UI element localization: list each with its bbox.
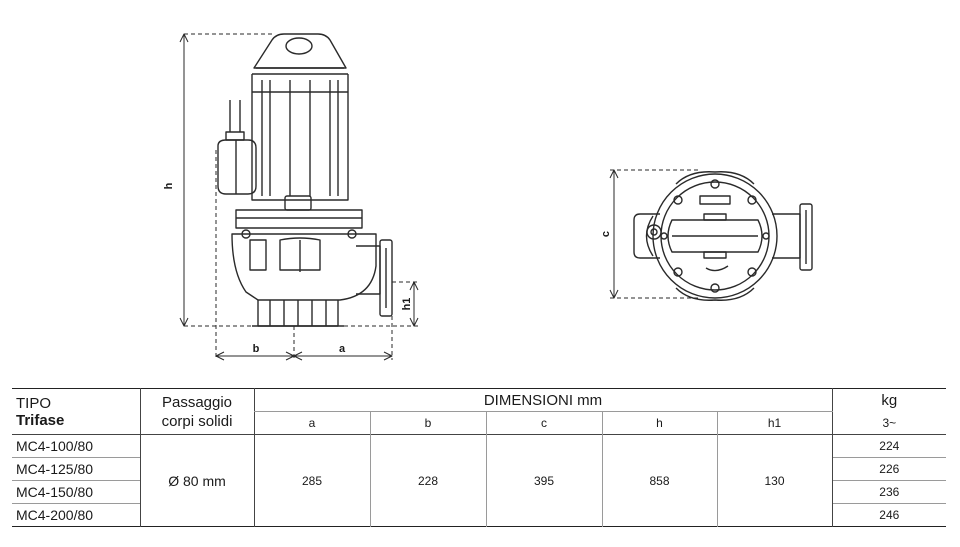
header-passaggio-line1: Passaggio xyxy=(161,393,233,411)
dimension-lines-side xyxy=(179,33,419,361)
table-row-model: MC4-125/80 xyxy=(16,461,94,477)
table-row-kg: 226 xyxy=(831,457,947,481)
dimension-a-value: 285 xyxy=(253,434,370,527)
dimension-label-b: b xyxy=(253,343,260,355)
header-dimensioni: DIMENSIONI mm xyxy=(253,388,833,412)
dimension-lines-top xyxy=(609,169,700,299)
passage-value: Ø 80 mm xyxy=(139,434,254,527)
spec-table: TIPO Trifase Passaggio corpi solidi DIME… xyxy=(12,388,947,527)
header-col-a: a xyxy=(253,411,370,435)
table-row-model: MC4-200/80 xyxy=(16,507,94,523)
header-col-h: h xyxy=(601,411,717,435)
dimension-b-value: 228 xyxy=(369,434,486,527)
table-row-model: MC4-100/80 xyxy=(16,438,94,454)
header-passaggio-line2: corpi solidi xyxy=(161,412,233,430)
dimension-h-value: 858 xyxy=(601,434,717,527)
header-col-h1: h1 xyxy=(716,411,833,435)
table-row-kg: 224 xyxy=(831,434,947,458)
header-tipo: TIPO Trifase xyxy=(12,389,140,435)
technical-drawings: h h1 b a c xyxy=(163,33,813,361)
header-kg: kg xyxy=(831,388,947,412)
table-row-kg: 236 xyxy=(831,480,947,504)
header-passaggio: Passaggio corpi solidi xyxy=(139,388,254,435)
header-trifase-label: Trifase xyxy=(16,411,65,429)
dimension-c-value: 395 xyxy=(485,434,602,527)
dimension-h1-value: 130 xyxy=(716,434,833,527)
dimension-label-c: c xyxy=(600,231,612,237)
header-tipo-label: TIPO xyxy=(16,394,52,412)
dimension-label-h1: h1 xyxy=(401,298,413,311)
dimension-label-a: a xyxy=(339,343,346,355)
table-row-kg: 246 xyxy=(831,503,947,527)
header-phase: 3~ xyxy=(831,411,947,435)
header-col-c: c xyxy=(485,411,602,435)
pump-side-view xyxy=(217,33,393,327)
pump-top-view xyxy=(633,171,813,301)
dimension-label-h: h xyxy=(163,182,175,189)
table-row-model: MC4-150/80 xyxy=(16,484,94,500)
header-col-b: b xyxy=(369,411,486,435)
